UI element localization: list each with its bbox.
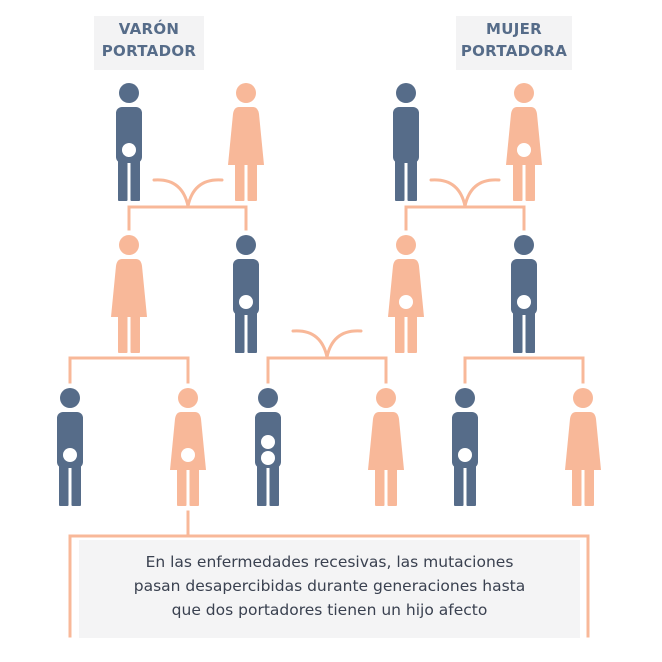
carrier-dot (181, 448, 195, 462)
carrier-dot (239, 295, 253, 309)
male-carrier-label-line-2: PORTADOR (101, 42, 197, 60)
g1-female-carrier-right-female-icon (506, 83, 542, 201)
carrier-dot (517, 143, 531, 157)
g3-female-carrier-1-female-icon (170, 388, 206, 506)
g2-male-far-right-male-icon (511, 235, 537, 353)
g1-left-mating-curve (152, 178, 224, 208)
g2-female-far-left-female-icon (111, 235, 147, 353)
g3-female-2-female-icon (368, 388, 404, 506)
carrier-dot (517, 295, 531, 309)
caption-line-1: En las enfermedades recesivas, las mutac… (145, 553, 514, 571)
caption-line-3: que dos portadores tienen un hijo afecto (171, 601, 488, 619)
g2-middle-mating-curve (291, 329, 363, 359)
caption-line-2: pasan desapercibidas durante generacione… (133, 577, 526, 595)
female-carrier-label-line-1: MUJER (486, 20, 542, 38)
g2-male-carrier-male-icon (233, 235, 259, 353)
g3-male-carrier-1-male-icon (57, 388, 83, 506)
g1-right-mating-curve (429, 178, 501, 208)
carrier-dot (63, 448, 77, 462)
female-carrier-label-line-2: PORTADORA (460, 42, 568, 60)
female-carrier-label: MUJER PORTADORA (456, 16, 572, 70)
g2-female-carrier-female-icon (388, 235, 424, 353)
g3-male-carrier-2-male-icon (452, 388, 478, 506)
connector-lines (68, 178, 590, 638)
male-carrier-label-line-1: VARÓN (118, 20, 180, 38)
g3-male-affected-male-icon (255, 388, 281, 506)
carrier-dot (261, 451, 275, 465)
g3-female-3-female-icon (565, 388, 601, 506)
g1-male-right-male-icon (393, 83, 419, 201)
g1-male-carrier-left-male-icon (116, 83, 142, 201)
male-carrier-label: VARÓN PORTADOR (94, 16, 204, 70)
carrier-dot (122, 143, 136, 157)
caption-box: En las enfermedades recesivas, las mutac… (79, 540, 580, 638)
carrier-dot (399, 295, 413, 309)
carrier-dot (261, 435, 275, 449)
carrier-dot (458, 448, 472, 462)
g1-female-left-female-icon (228, 83, 264, 201)
figures (57, 83, 601, 506)
